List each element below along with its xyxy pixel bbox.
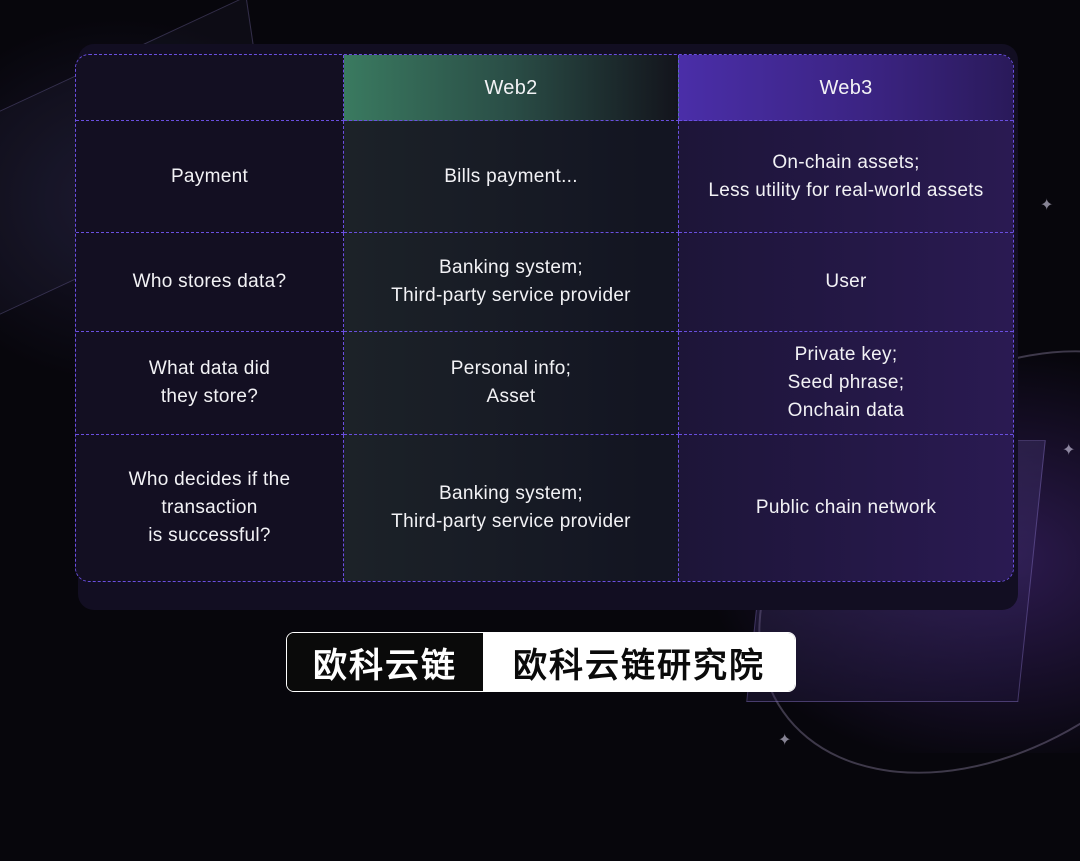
row-label-payment: Payment xyxy=(76,121,344,233)
web3-cell-what-data-stored: Private key; Seed phrase; Onchain data xyxy=(679,332,1013,435)
web2-cell-who-stores-data: Banking system; Third-party service prov… xyxy=(344,233,679,332)
header-web2: Web2 xyxy=(344,55,679,121)
sparkle-icon: ✦ xyxy=(1062,442,1076,459)
web2-cell-who-decides-transaction: Banking system; Third-party service prov… xyxy=(344,435,679,581)
web2-cell-what-data-stored: Personal info; Asset xyxy=(344,332,679,435)
brand-logo-text: 欧科云链 xyxy=(287,633,483,691)
web3-cell-who-stores-data: User xyxy=(679,233,1013,332)
web3-cell-who-decides-transaction: Public chain network xyxy=(679,435,1013,581)
web3-cell-payment: On-chain assets; Less utility for real-w… xyxy=(679,121,1013,233)
header-corner-cell xyxy=(76,55,344,121)
row-label-what-data-stored: What data did they store? xyxy=(76,332,344,435)
sparkle-icon: ✦ xyxy=(1040,197,1054,214)
comparison-table: Web2 Web3 Payment Bills payment... On-ch… xyxy=(75,54,1014,582)
brand-institute-text: 欧科云链研究院 xyxy=(483,633,795,691)
header-web3: Web3 xyxy=(679,55,1013,121)
row-label-who-decides-transaction: Who decides if the transaction is succes… xyxy=(76,435,344,581)
web2-cell-payment: Bills payment... xyxy=(344,121,679,233)
sparkle-icon: ✦ xyxy=(778,732,792,749)
brand-badge: 欧科云链 欧科云链研究院 xyxy=(286,632,796,692)
row-label-who-stores-data: Who stores data? xyxy=(76,233,344,332)
